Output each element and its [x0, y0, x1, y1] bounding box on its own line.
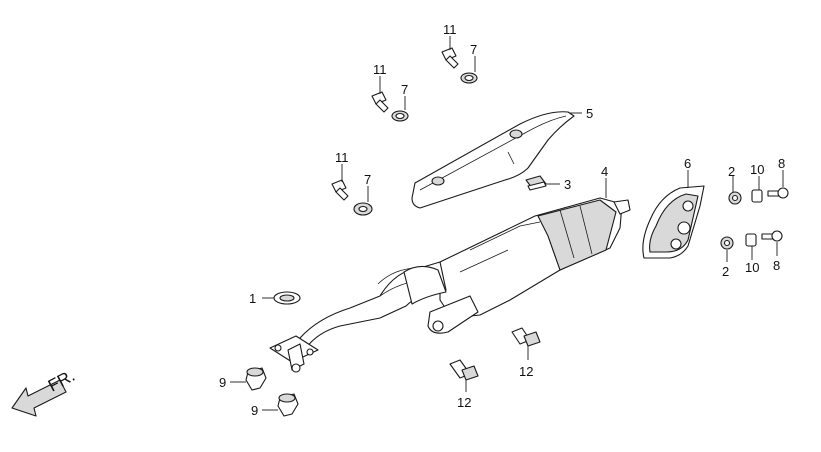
callout-3: 3 [564, 177, 571, 192]
nut-lower [720, 236, 734, 250]
callout-9-lower: 9 [251, 403, 258, 418]
bolt-12-right [511, 327, 541, 347]
muffler-end-cover [642, 185, 705, 259]
collar-lower [745, 233, 757, 247]
bolt-11-lower [331, 179, 349, 201]
callout-11-lower: 11 [335, 150, 349, 165]
front-direction-arrow-icon [11, 379, 67, 417]
callout-11-middle: 11 [373, 62, 387, 77]
callout-7-middle: 7 [401, 82, 408, 97]
bolt-8-upper [767, 187, 789, 199]
callout-12-right: 12 [519, 364, 533, 379]
nut-upper [728, 191, 742, 205]
callout-2-upper: 2 [728, 164, 735, 179]
exhaust-gasket [273, 291, 301, 305]
washer-7-lower [353, 202, 373, 216]
callout-5: 5 [586, 106, 593, 121]
washer-7-middle [391, 110, 409, 122]
callout-2-lower: 2 [722, 264, 729, 279]
bolt-8-lower [761, 230, 783, 242]
muffler-assembly [269, 197, 631, 373]
callout-6: 6 [684, 156, 691, 171]
callout-7-lower: 7 [364, 172, 371, 187]
callout-10-lower: 10 [745, 260, 759, 275]
bolt-11-middle [371, 91, 389, 113]
callout-12-left: 12 [457, 395, 471, 410]
callout-1: 1 [249, 291, 256, 306]
callout-8-upper: 8 [778, 156, 785, 171]
bolt-11-top [441, 47, 459, 69]
collar-upper [751, 189, 763, 203]
clip-part [525, 175, 547, 191]
callout-8-lower: 8 [773, 258, 780, 273]
callout-7-top: 7 [470, 42, 477, 57]
heat-shield-upper [411, 111, 575, 209]
callout-9-upper: 9 [219, 375, 226, 390]
bolt-12-left [449, 359, 479, 381]
clip-9-upper [245, 367, 267, 391]
callout-4: 4 [601, 164, 608, 179]
callout-11-top: 11 [443, 22, 457, 37]
clip-9-lower [277, 393, 299, 417]
washer-7-top [460, 72, 478, 84]
callout-10-upper: 10 [750, 162, 764, 177]
